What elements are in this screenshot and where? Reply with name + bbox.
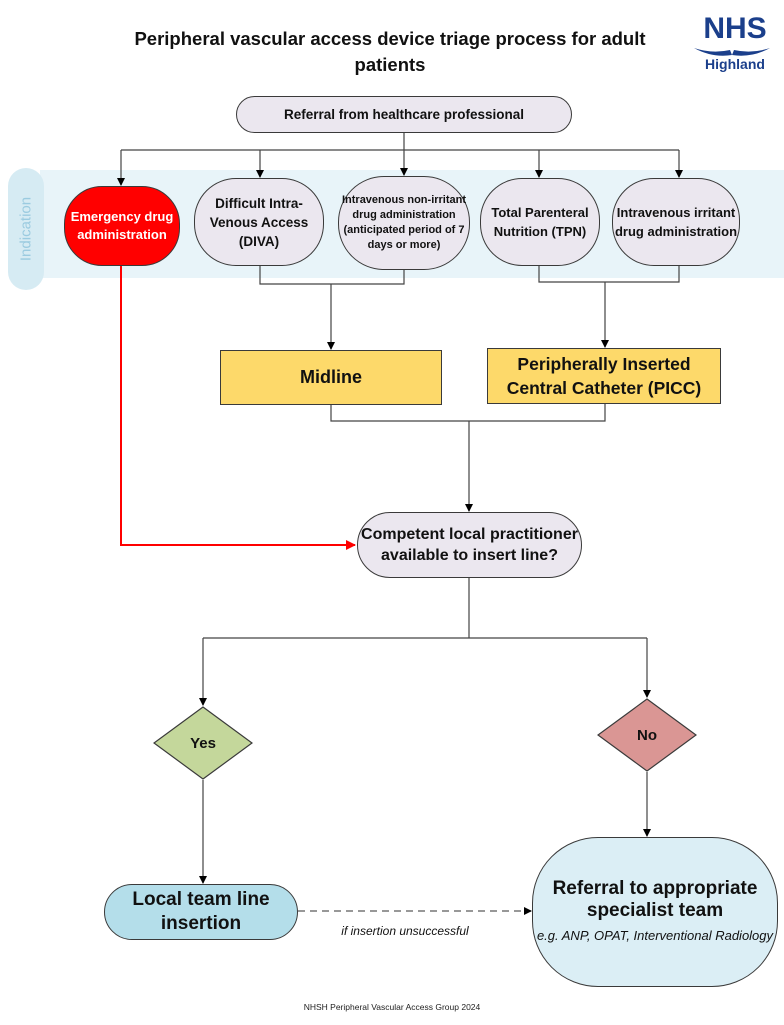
- edge-tpn-irritant-to-picc: [538, 266, 680, 347]
- unsuccessful-edge-label: if insertion unsuccessful: [341, 924, 469, 938]
- specialist-title: Referral to appropriate specialist team: [552, 878, 758, 921]
- no-diamond-shape: [597, 698, 697, 772]
- indication-irritant-node: Intravenous irritant drug administration: [612, 178, 740, 266]
- edge-emergency-to-decision: [120, 266, 356, 550]
- indication-non-irritant-node: Intravenous non-irritant drug administra…: [338, 176, 470, 270]
- no-label: No: [637, 726, 657, 744]
- no-decision: No: [597, 698, 697, 772]
- indication-label: Indication: [17, 196, 35, 262]
- specialist-examples: e.g. ANP, OPAT, Interventional Radiology: [536, 928, 774, 943]
- footer-credit: NHSH Peripheral Vascular Access Group 20…: [303, 1002, 481, 1012]
- nhs-highland-logo: NHS Highland: [690, 14, 780, 80]
- indication-emergency-node: Emergency drug administration: [64, 186, 180, 266]
- indication-diva-node: Difficult Intra-Venous Access (DIVA): [194, 178, 324, 266]
- yes-label: Yes: [190, 734, 216, 752]
- edge-devices-merge: [330, 404, 606, 422]
- yes-decision: Yes: [153, 706, 253, 780]
- decision-node: Competent local practitioner available t…: [357, 512, 582, 578]
- specialist-referral-node: Referral to appropriate specialist team …: [532, 837, 778, 987]
- logo-highland-text: Highland: [705, 56, 765, 72]
- midline-node: Midline: [220, 350, 442, 405]
- logo-swoosh-icon: [694, 48, 770, 56]
- indication-label-tab: Indication: [8, 168, 44, 290]
- indication-tpn-node: Total Parenteral Nutrition (TPN): [480, 178, 600, 266]
- logo-nhs-text: NHS: [703, 12, 767, 45]
- edge-decision-bus: [203, 578, 647, 639]
- page-title: Peripheral vascular access device triage…: [134, 28, 646, 75]
- picc-node: Peripherally Inserted Central Catheter (…: [487, 348, 721, 404]
- edge-diva-noniritant-to-midline: [259, 266, 405, 349]
- referral-node: Referral from healthcare professional: [236, 96, 572, 133]
- local-insertion-node: Local team line insertion: [104, 884, 298, 940]
- yes-diamond-shape: [153, 706, 253, 780]
